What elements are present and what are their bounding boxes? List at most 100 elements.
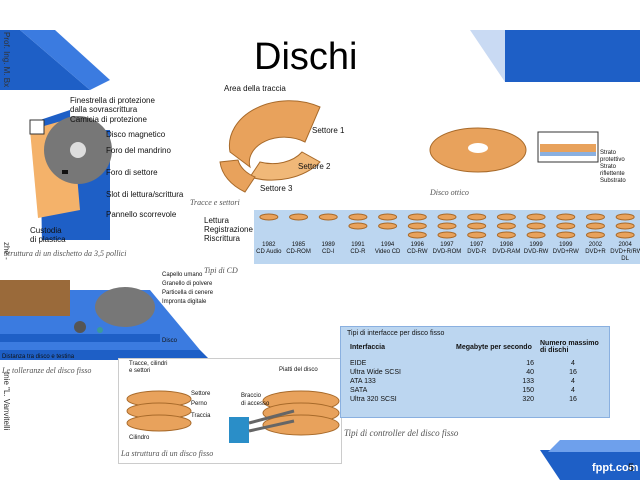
cd-disc-icon <box>378 213 398 221</box>
sectors-label-2: Settore 2 <box>298 162 331 171</box>
table-row: EIDE 16 4 <box>347 359 609 368</box>
controller-table-figure: Tipi di interfacce per disco fisso Inter… <box>340 326 610 442</box>
tolerance-label-0: Capello umano <box>162 272 203 278</box>
floppy-label-3: Disco magnetico <box>106 130 166 139</box>
table-row: Ultra 320 SCSI 320 16 <box>347 395 609 404</box>
hdd-label-1: e settori <box>129 368 151 374</box>
table-row: ATA 133 133 4 <box>347 377 609 386</box>
cd-format: DVD+RW <box>552 249 579 255</box>
floppy-label-6: Slot di lettura/scrittura <box>106 190 184 199</box>
cd-year: 1985 <box>291 242 306 248</box>
cd-disc-icon <box>437 222 457 230</box>
hdd-structure-figure: Tracce, cilindri e settori Settore Perno… <box>118 358 342 464</box>
cd-year: 1991 <box>351 242 365 248</box>
cd-disc-icon <box>259 213 279 221</box>
cd-discs <box>259 213 635 239</box>
floppy-label-8: Custodia <box>30 226 62 235</box>
hdd-label-2: Settore <box>191 391 211 397</box>
controller-cell: 4 <box>571 360 575 367</box>
optical-drawing <box>429 127 599 173</box>
controller-caption: Tipi di controller del disco fisso <box>344 428 459 438</box>
side-text-mid: zhe - <box>2 242 11 260</box>
cd-format: DVD+R/RW DL <box>610 249 640 262</box>
floppy-label-0: Finestrella di protezione <box>70 96 155 105</box>
controller-col-max-disks: Numero massimo di dischi <box>540 340 599 354</box>
cd-format: DVD-R <box>467 249 487 255</box>
cd-year: 2002 <box>588 242 603 248</box>
hdd-label-5: Cilindro <box>129 435 150 441</box>
cd-disc-icon <box>556 231 576 239</box>
cd-format: CD-ROM <box>286 249 311 255</box>
controller-cell: 16 <box>526 360 534 367</box>
table-row: SATA 150 4 <box>347 386 609 395</box>
side-text-bottom: tnie "L. Vanvitelli <box>2 372 11 431</box>
floppy-label-7: Pannello scorrevole <box>106 210 177 219</box>
cd-disc-icon <box>496 213 516 221</box>
cd-disc-icon <box>407 231 427 239</box>
controller-cell: 4 <box>571 387 575 394</box>
cd-disc-icon <box>526 231 546 239</box>
hdd-label-3: Perno <box>191 401 208 407</box>
floppy-drawing <box>29 110 112 240</box>
cd-disc-icon <box>496 222 516 230</box>
optical-figure: Strato protettivo Strato riflettente Sub… <box>428 120 638 200</box>
controller-cell: 320 <box>522 396 534 403</box>
sectors-drawing <box>219 100 321 193</box>
cd-disc-icon <box>526 213 546 221</box>
optical-caption: Disco ottico <box>430 188 469 197</box>
controller-col-mbps: Megabyte per secondo <box>456 343 532 351</box>
cd-year: 1998 <box>499 242 514 248</box>
cd-format: CD-RW <box>407 249 428 255</box>
controller-table-panel: Tipi di interfacce per disco fisso Inter… <box>340 326 610 418</box>
sectors-caption: Tracce e settori <box>190 198 240 207</box>
cd-disc-icon <box>318 213 338 221</box>
cd-year: 2004 <box>618 242 632 248</box>
controller-cell: 40 <box>526 369 534 376</box>
controller-table: Interfaccia Megabyte per secondo Numero … <box>347 339 609 404</box>
hdd-label-0: Tracce, cilindri <box>129 361 168 367</box>
hdd-drawing <box>126 390 340 443</box>
slide-title: Dischi <box>254 36 358 78</box>
floppy-label-1: dalla sovrascrittura <box>70 105 138 114</box>
cd-disc-icon <box>496 231 516 239</box>
sectors-label-0: Area della traccia <box>224 84 286 93</box>
tolerance-label-4: Disco <box>162 338 178 344</box>
cd-format: CD Audio <box>256 249 282 255</box>
cd-disc-icon <box>526 222 546 230</box>
controller-cell: EIDE <box>350 360 367 367</box>
cd-format: DVD+R <box>585 249 606 255</box>
tolerances-figure: Capello umano Granello di polvere Partic… <box>0 262 215 378</box>
sectors-label-1: Settore 1 <box>312 126 345 135</box>
tolerance-label-2: Particella di cenere <box>162 290 214 296</box>
cd-year: 1999 <box>559 242 573 248</box>
cd-disc-icon <box>348 222 368 230</box>
controller-cell: 16 <box>569 396 577 403</box>
cd-year: 1999 <box>529 242 543 248</box>
sectors-label-3: Settore 3 <box>260 184 293 193</box>
cd-year: 1997 <box>470 242 484 248</box>
cd-format: Video CD <box>374 249 401 255</box>
controller-cell: Ultra Wide SCSI <box>350 369 401 376</box>
cd-year: 1996 <box>410 242 424 248</box>
cd-format: CD-R <box>350 249 366 255</box>
controller-cell: 4 <box>571 378 575 385</box>
cd-year: 1997 <box>440 242 454 248</box>
cd-row-label-1: Registrazione <box>204 225 253 234</box>
cd-disc-icon <box>348 213 368 221</box>
cd-row-label-2: Riscrittura <box>204 234 241 243</box>
optical-label-0: Strato protettivo <box>600 150 625 163</box>
optical-label-1: Strato riflettente <box>600 164 625 177</box>
brand-logo: fppt.com <box>592 462 639 474</box>
cd-disc-icon <box>467 213 487 221</box>
